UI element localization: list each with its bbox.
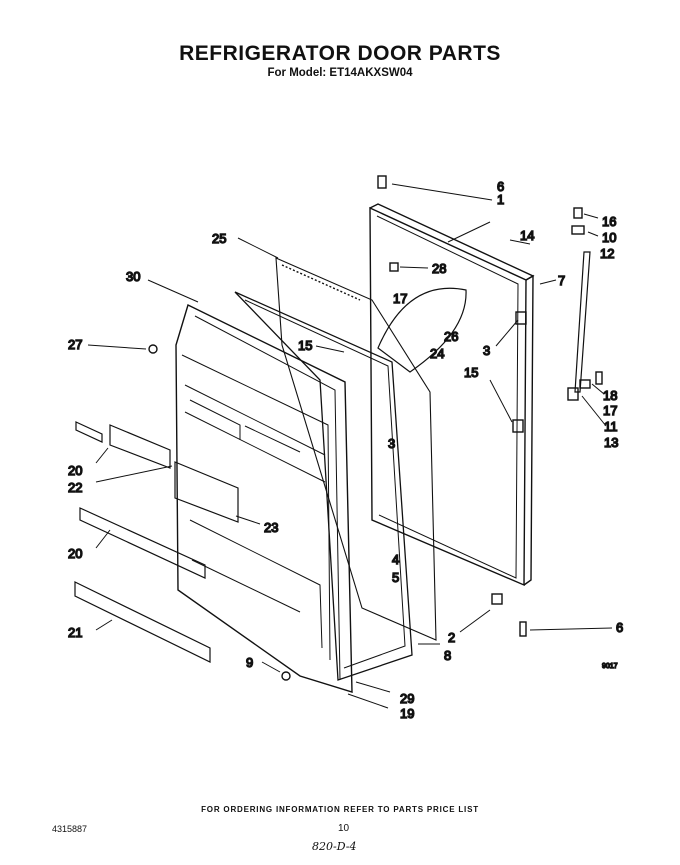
outer-door-panel xyxy=(369,203,535,587)
handwritten-note: 820-D-4 xyxy=(312,840,357,853)
callout-6a: 6 xyxy=(497,179,504,194)
callout-7: 7 xyxy=(558,273,565,288)
callout-17a: 17 xyxy=(393,291,407,306)
door-gasket xyxy=(234,291,413,681)
document-number: 4315887 xyxy=(52,824,88,834)
diagram-code: 9017 xyxy=(602,663,618,670)
callout-25: 25 xyxy=(212,231,226,246)
callout-2: 2 xyxy=(448,630,455,645)
callout-27: 27 xyxy=(68,337,82,352)
callout-11: 11 xyxy=(604,419,618,434)
callout-30: 30 xyxy=(126,269,140,284)
callout-13: 13 xyxy=(604,435,618,450)
callout-5: 5 xyxy=(392,570,399,585)
callout-28: 28 xyxy=(432,261,446,276)
callout-12: 12 xyxy=(600,246,614,261)
callout-4: 4 xyxy=(392,552,399,567)
callout-26: 26 xyxy=(444,329,458,344)
callout-14: 14 xyxy=(520,228,534,243)
callout-20a: 20 xyxy=(68,463,82,478)
callout-15a: 15 xyxy=(298,338,312,353)
callout-21: 21 xyxy=(68,625,82,640)
callout-29: 29 xyxy=(400,691,414,706)
callout-17b: 17 xyxy=(603,403,617,418)
door-shelves xyxy=(74,399,301,663)
callout-10: 10 xyxy=(602,230,616,245)
callout-19: 19 xyxy=(400,706,414,721)
callout-22: 22 xyxy=(68,480,82,495)
callout-3b: 3 xyxy=(388,436,395,451)
callout-6b: 6 xyxy=(616,620,623,635)
callout-24: 24 xyxy=(430,346,444,361)
page-number: 10 xyxy=(338,823,350,834)
callout-15b: 15 xyxy=(464,365,478,380)
ordering-note: FOR ORDERING INFORMATION REFER TO PARTS … xyxy=(201,805,479,814)
callout-8: 8 xyxy=(444,648,451,663)
callout-23: 23 xyxy=(264,520,278,535)
callout-1: 1 xyxy=(497,192,504,207)
callout-3a: 3 xyxy=(483,343,490,358)
hinge-rod xyxy=(574,251,591,393)
model-subtitle: For Model: ET14AKXSW04 xyxy=(267,67,413,79)
hardware-parts xyxy=(148,175,603,681)
callout-16: 16 xyxy=(602,214,616,229)
door-insulation xyxy=(275,257,437,641)
callout-leaders xyxy=(87,183,613,709)
page-title: REFRIGERATOR DOOR PARTS xyxy=(179,42,501,65)
callout-9: 9 xyxy=(246,655,253,670)
inner-door-liner xyxy=(175,304,353,693)
callout-18: 18 xyxy=(603,388,617,403)
callout-20b: 20 xyxy=(68,546,82,561)
